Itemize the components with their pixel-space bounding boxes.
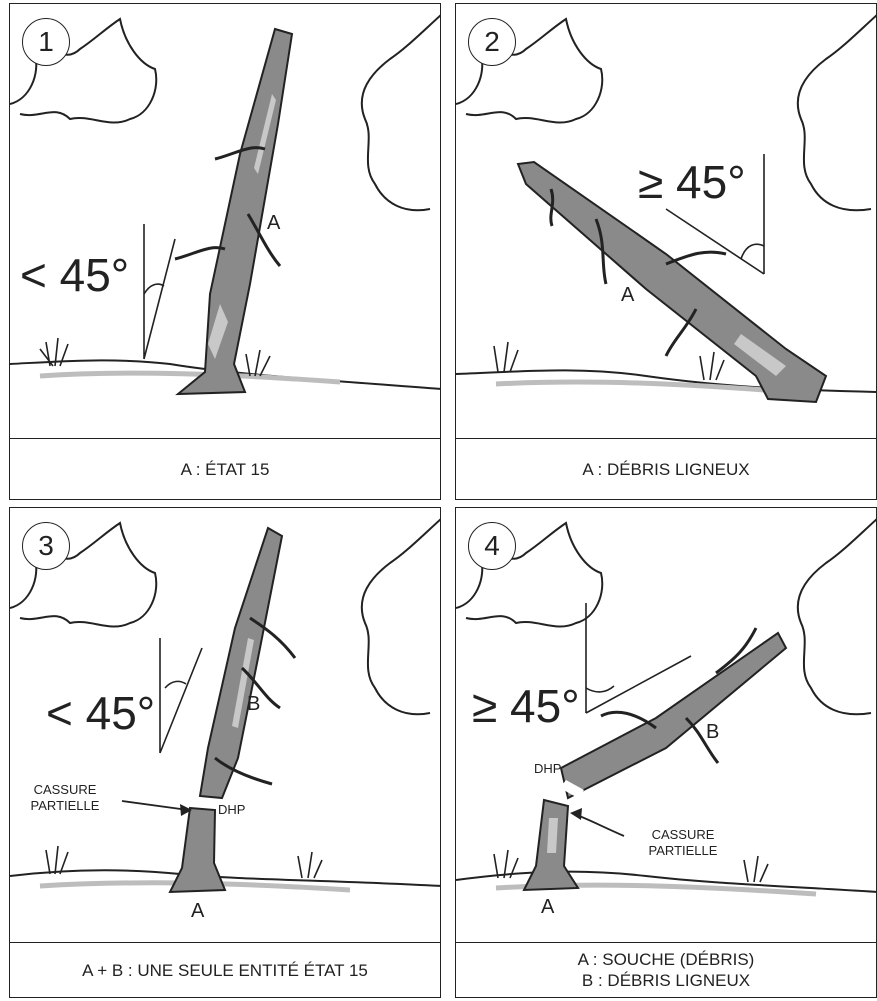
tree-canopy-right [796,14,876,212]
tree-label-a: A [621,284,635,306]
scene-3-illustration [10,518,440,894]
caption-line: A + B : UNE SEULE ENTITÉ ÉTAT 15 [82,960,368,980]
grass [39,337,271,377]
tree-4-stump-a [522,798,580,892]
angle-label: ≥ 45° [638,156,746,208]
tree-3-stump-a [168,798,227,894]
break-arrow [573,813,625,837]
panel-3: 3 < 45° B A DHP CASSURE PARTIELLE A + B … [9,507,441,998]
grass [45,845,323,879]
grass [493,341,725,381]
break-label: CASSURE PARTIELLE [648,827,718,858]
scene-4-illustration [456,518,876,897]
angle-guide-1 [143,224,176,360]
dhp-label: DHP [218,802,246,817]
dhp-label: DHP [534,761,562,776]
ground-line [10,359,440,390]
panel-number-badge: 2 [468,18,516,66]
scene-1-illustration [10,14,440,396]
panel-caption: A : DÉBRIS LIGNEUX [456,438,876,499]
angle-guide-2 [665,154,765,275]
caption-line: A : SOUCHE (DÉBRIS) [577,950,755,969]
panel-1: 1 < 45° A A : ÉTAT 15 [9,3,441,500]
tree-label-a: A [267,212,281,234]
tree-label-b: B [247,693,261,715]
angle-label: < 45° [46,687,156,739]
break-arrow [121,800,189,811]
tree-label-b: B [706,721,720,743]
caption-line: A : DÉBRIS LIGNEUX [582,459,750,479]
grass [493,849,769,883]
scene-2-illustration [456,14,876,404]
tree-label-a: A [191,900,205,922]
caption-line: B : DÉBRIS LIGNEUX [581,971,751,990]
angle-label: < 45° [20,249,130,301]
tree-4-trunk-b [559,627,788,800]
tree-canopy-right [360,518,440,716]
caption-line: A : ÉTAT 15 [180,459,270,479]
tree-canopy-right [796,518,876,716]
tree-canopy-right [360,14,440,212]
panel-4: 4 ≥ 45° B A DHP CASSURE PARTIELLE A : SO… [455,507,877,998]
panel-caption: A : SOUCHE (DÉBRIS) B : DÉBRIS LIGNEUX [456,942,876,997]
panel-number-badge: 1 [22,18,70,66]
ground-line [456,870,876,893]
break-label: CASSURE PARTIELLE [30,782,100,813]
arrow-head [570,808,582,820]
panel-caption: A : ÉTAT 15 [10,438,440,499]
arrow-head [180,804,192,816]
angle-guide-4 [585,603,692,714]
tree-2 [516,160,828,404]
angle-guide-3 [159,638,203,754]
panel-caption: A + B : UNE SEULE ENTITÉ ÉTAT 15 [10,942,440,997]
tree-label-a: A [541,896,555,918]
angle-label: ≥ 45° [472,680,580,732]
ground-shadow [39,370,341,385]
panel-2: 2 ≥ 45° A A : DÉBRIS LIGNEUX [455,3,877,500]
panel-number-badge: 3 [22,522,70,570]
tree-3-trunk-b [198,526,297,800]
tree-1 [174,27,294,396]
panel-number-badge: 4 [468,522,516,570]
